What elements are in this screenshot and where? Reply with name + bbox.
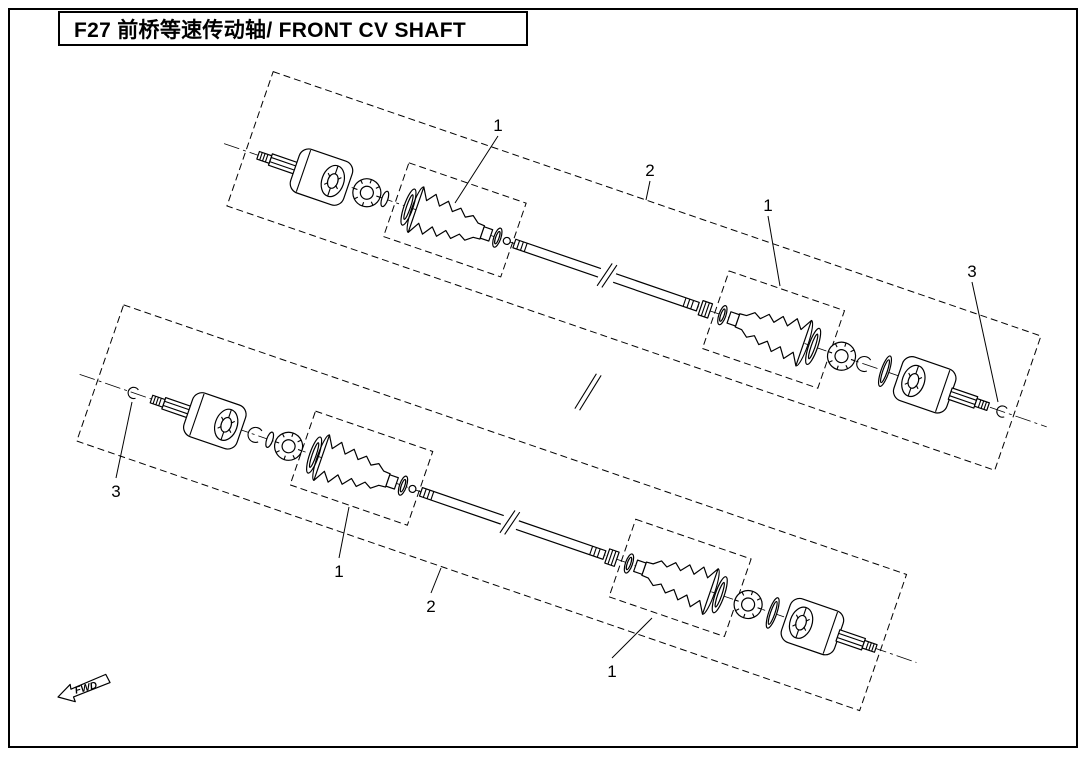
stop-ring bbox=[408, 484, 417, 494]
upper-outer-spider bbox=[823, 337, 860, 375]
lower-inner-boot-box bbox=[289, 410, 434, 526]
fwd-label: FWD bbox=[74, 680, 99, 697]
lower-outer-boot-kit bbox=[608, 518, 752, 638]
svg-text:1: 1 bbox=[493, 116, 502, 135]
lower-inner-boot-kit bbox=[289, 410, 434, 526]
upper-inner-spider bbox=[348, 174, 386, 212]
lower-shaft-nut bbox=[604, 548, 620, 567]
lower-assembly-outline-box bbox=[76, 304, 908, 712]
upper-outer-stub-shaft bbox=[947, 387, 991, 413]
svg-text:1: 1 bbox=[334, 562, 343, 581]
cv-boot bbox=[720, 294, 817, 368]
fwd-direction-arrow: FWD bbox=[57, 673, 111, 703]
upper-outer-boot-kit bbox=[701, 270, 846, 389]
callout-lower-circlip: 3 bbox=[111, 401, 133, 501]
lower-outer-boot-box bbox=[608, 518, 752, 638]
upper-inner-stub-shaft bbox=[255, 149, 299, 175]
stop-ring bbox=[502, 236, 511, 246]
callout-upper-circlip: 3 bbox=[967, 262, 999, 403]
cv-boot bbox=[403, 184, 500, 259]
lower-outer-spider bbox=[729, 586, 767, 623]
svg-text:1: 1 bbox=[763, 196, 772, 215]
callout-lower-inner-boot: 1 bbox=[334, 506, 350, 581]
upper-outer-joint bbox=[890, 353, 991, 417]
lower-inner-joint-housing bbox=[180, 389, 250, 453]
callout-lower-outer-boot: 1 bbox=[607, 617, 653, 681]
lower-retainer-ring bbox=[763, 595, 783, 630]
shaft-break-symbol bbox=[594, 259, 620, 291]
lower-outer-joint-housing bbox=[777, 595, 847, 659]
frame-break-symbol bbox=[572, 369, 604, 415]
lower-inner-spider bbox=[270, 427, 307, 465]
upper-cv-shaft-assembly bbox=[223, 71, 1047, 471]
upper-inner-boot-kit bbox=[382, 162, 527, 278]
upper-assembly-outline-box bbox=[226, 71, 1042, 471]
callout-upper-inner-boot: 1 bbox=[454, 116, 503, 204]
upper-retainer-ring bbox=[875, 354, 895, 389]
svg-text:3: 3 bbox=[111, 482, 120, 501]
fwd-arrow-shape bbox=[57, 673, 111, 703]
page-title: F27 前桥等速传动轴/ FRONT CV SHAFT bbox=[74, 18, 466, 42]
lower-outer-joint bbox=[777, 595, 879, 659]
shaft-break-symbol bbox=[497, 507, 523, 538]
upper-shaft-nut bbox=[697, 299, 714, 319]
cv-boot bbox=[309, 432, 405, 507]
upper-outer-joint-housing bbox=[890, 353, 960, 417]
upper-outer-boot-box bbox=[701, 270, 846, 389]
svg-text:2: 2 bbox=[426, 597, 435, 616]
lower-outer-stub-shaft bbox=[835, 629, 879, 655]
svg-text:2: 2 bbox=[645, 161, 654, 180]
lower-inner-stub-shaft bbox=[148, 392, 192, 419]
cv-boot bbox=[627, 542, 723, 617]
upper-inner-joint-housing bbox=[286, 145, 357, 209]
callout-upper-outer-boot: 1 bbox=[763, 196, 781, 287]
callout-upper-assembly: 2 bbox=[645, 161, 655, 201]
svg-text:3: 3 bbox=[967, 262, 976, 281]
lower-washer bbox=[263, 430, 276, 449]
callout-lower-assembly: 2 bbox=[426, 567, 442, 616]
title-block: F27 前桥等速传动轴/ FRONT CV SHAFT bbox=[58, 11, 528, 46]
svg-text:1: 1 bbox=[607, 662, 616, 681]
